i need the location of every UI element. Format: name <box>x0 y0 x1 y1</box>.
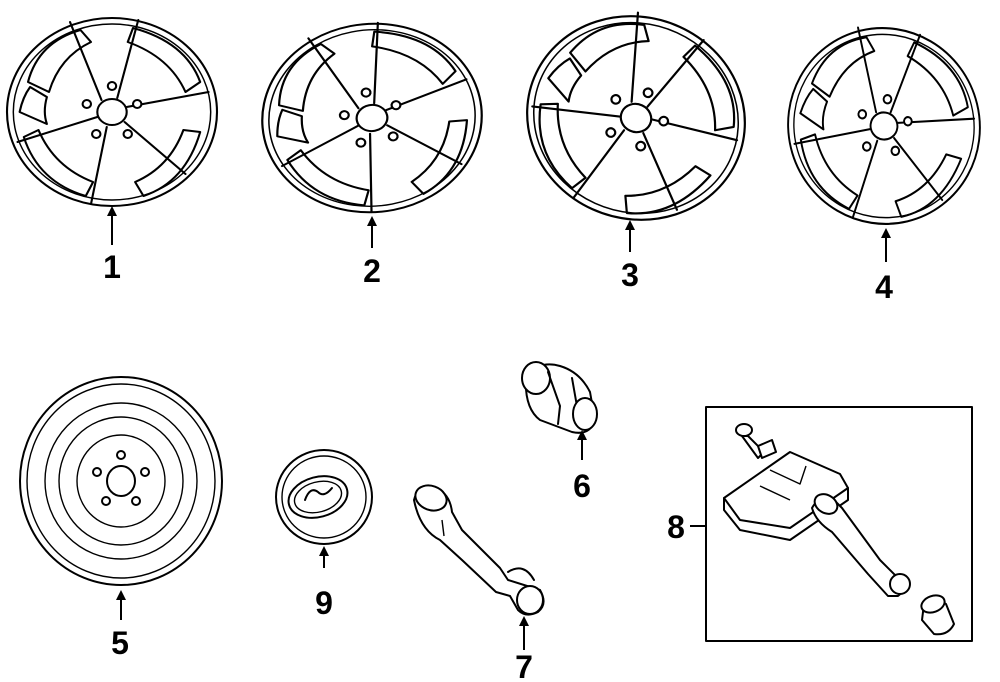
part-label-9: 9 <box>315 585 333 621</box>
part-label-8: 8 <box>667 509 685 545</box>
wheel-3-drawing <box>491 0 781 256</box>
wheel-2-drawing <box>241 4 503 248</box>
part-label-4: 4 <box>875 269 893 305</box>
center-cap-drawing <box>275 449 373 568</box>
wheel-1-drawing <box>5 16 219 245</box>
part-label-2: 2 <box>363 253 381 289</box>
part-label-3: 3 <box>621 257 639 293</box>
lug-nut-drawing <box>521 361 598 460</box>
spare-wheel-drawing <box>19 376 223 620</box>
part-label-5: 5 <box>111 625 129 661</box>
part-label-7: 7 <box>515 649 533 682</box>
valve-stem-drawing <box>413 484 545 650</box>
wheel-4-drawing <box>775 13 993 262</box>
part-label-1: 1 <box>103 249 121 285</box>
tpms-kit-drawing <box>690 406 973 642</box>
part-label-6: 6 <box>573 468 591 504</box>
tpms-kit-frame <box>705 406 973 642</box>
